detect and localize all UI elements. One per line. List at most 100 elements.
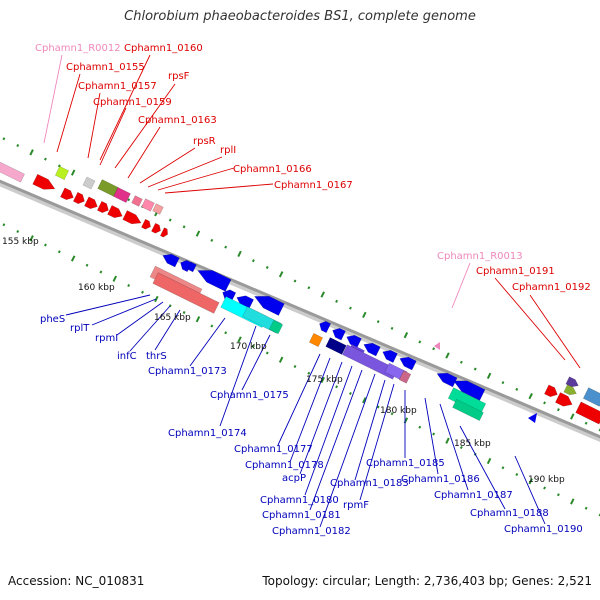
tick-dot <box>237 336 242 343</box>
leader-line <box>309 369 363 511</box>
forward-label: Cphamn1_0163 <box>138 115 217 126</box>
tick-dot <box>16 229 20 234</box>
tick-dot <box>376 320 380 324</box>
tick-dot <box>16 144 20 148</box>
leader-line <box>277 353 321 446</box>
gene-arrow <box>72 191 85 204</box>
gene-arrow <box>96 200 109 213</box>
gene-arrow <box>107 205 123 219</box>
leader-line <box>359 383 395 501</box>
tick-dot <box>584 506 588 510</box>
tick-dot <box>390 412 394 416</box>
reverse-label: Cphamn1_0181 <box>262 510 341 521</box>
gene-box <box>575 401 600 425</box>
tick-dot <box>320 291 325 298</box>
scale-label: 165 kbp <box>154 313 191 323</box>
gene-box <box>452 399 484 421</box>
gene-arrow <box>544 384 558 398</box>
gene-arrow <box>399 356 417 371</box>
leader-line <box>459 425 506 510</box>
gene-box <box>268 319 284 335</box>
tick-dot <box>2 223 6 227</box>
tick-dot <box>85 263 89 267</box>
reverse-label: Cphamn1_0173 <box>148 366 227 377</box>
reverse-label: Cphamn1_0180 <box>260 495 339 506</box>
gene-arrow <box>382 349 398 363</box>
gene-box <box>131 195 143 207</box>
reverse-label: Cphamn1_0183 <box>330 478 409 489</box>
tick-dot <box>556 408 560 412</box>
forward-label: Cphamn1_0157 <box>78 81 157 92</box>
tick-dot <box>210 324 214 328</box>
tick-dot <box>70 169 76 176</box>
tick-dot <box>99 270 103 274</box>
tick-dot <box>403 332 409 339</box>
leader-line <box>157 167 235 191</box>
tick-dot <box>598 428 600 432</box>
accession-text: Accession: NC_010831 <box>8 574 145 588</box>
reverse-label: Cphamn1_0182 <box>272 526 351 537</box>
gene-box <box>308 332 324 348</box>
leader-line <box>139 147 196 184</box>
forward-label: Cphamn1_0167 <box>274 180 353 191</box>
tick-dot <box>154 295 159 303</box>
tick-dot <box>265 351 269 355</box>
tick-dot <box>528 393 533 400</box>
gene-arrow <box>346 334 362 348</box>
topology-summary: Topology: circular; Length: 2,736,403 bp… <box>262 574 592 588</box>
tick-dot <box>543 486 546 490</box>
tick-dot <box>543 401 546 405</box>
gene-arrow <box>180 260 193 273</box>
tick-dot <box>168 218 172 222</box>
tick-dot <box>307 371 311 375</box>
tick-dot <box>418 340 422 344</box>
gene-arrow <box>60 187 74 201</box>
tick-dot <box>570 413 575 420</box>
scale-label: 180 kbp <box>380 406 417 416</box>
tick-dot <box>224 331 228 335</box>
leader-line <box>147 156 223 188</box>
leader-line <box>241 334 271 391</box>
tick-dot <box>362 397 367 404</box>
tick-dot <box>486 372 492 379</box>
tick-dot <box>349 306 352 310</box>
leader-line <box>451 262 471 309</box>
reverse-label: Cphamn1_0190 <box>504 524 583 535</box>
tick-dot <box>598 513 600 517</box>
reverse-label: Cphamn1_0186 <box>401 474 480 485</box>
reverse-label: rpmF <box>343 500 369 511</box>
tick-dot <box>445 437 450 444</box>
gene-arrow <box>84 196 98 210</box>
tick-dot <box>182 310 186 315</box>
leader-line <box>116 301 164 336</box>
forward-label: rpsF <box>168 71 190 82</box>
scale-label: 170 kbp <box>230 342 267 352</box>
gene-features <box>0 161 600 425</box>
gene-box <box>582 387 600 407</box>
tick-dot <box>237 250 242 258</box>
leader-line <box>529 294 581 369</box>
tick-dot <box>278 271 284 278</box>
tick-dot <box>432 432 436 436</box>
leader-line <box>189 317 226 367</box>
gene-arrow <box>162 253 180 268</box>
reverse-label: Cphamn1_0187 <box>434 490 513 501</box>
tick-dot <box>515 387 519 391</box>
tick-dot <box>335 299 339 303</box>
tick-dot <box>224 245 228 249</box>
gene-arrow <box>319 321 332 334</box>
gene-box <box>398 370 412 384</box>
tick-dot <box>57 250 61 254</box>
tick-dot <box>44 157 47 161</box>
leader-line <box>304 365 353 496</box>
leader-line <box>424 397 439 475</box>
forward-label: Cphamn1_R0012 <box>35 43 121 54</box>
tick-dot <box>445 352 450 359</box>
label-leader-lines <box>43 54 581 528</box>
leader-line <box>439 403 469 491</box>
tick-dot <box>2 137 6 141</box>
leader-line <box>127 126 161 179</box>
tick-dot <box>251 259 255 263</box>
